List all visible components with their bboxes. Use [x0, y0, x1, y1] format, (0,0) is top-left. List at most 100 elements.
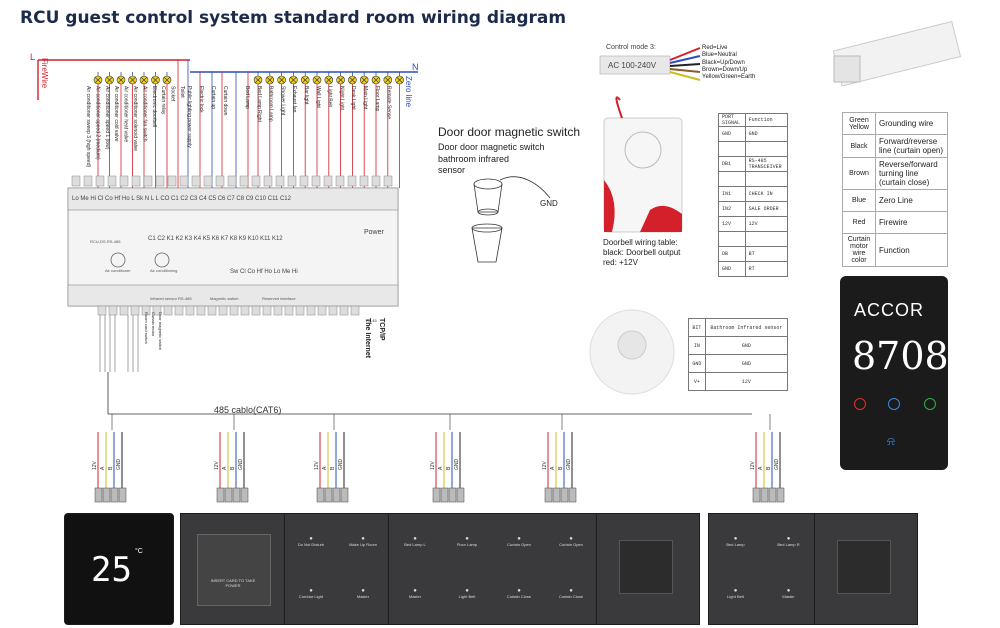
panel-button[interactable]: ●Master: [341, 588, 385, 599]
panel-button[interactable]: ●Make Up Room: [341, 536, 385, 547]
connector-pin: [440, 487, 449, 503]
panel-button[interactable]: ●Bed Lamp: [713, 536, 758, 547]
legend-function: Reverse/forward turning line (curtain cl…: [875, 157, 948, 190]
terminal-screw: [287, 175, 297, 187]
pin-label: 12V: [92, 460, 98, 470]
legend-function: Function: [875, 233, 948, 267]
terminal-screw: [155, 175, 165, 187]
mode-cable: [599, 47, 701, 81]
connector-pin: [324, 487, 333, 503]
wire-group: [97, 60, 401, 188]
mode-line: Blue=Neutral: [702, 52, 737, 59]
connector-pin: [456, 487, 465, 503]
terminal-screw: [251, 175, 261, 187]
wire-label: Shower Light: [279, 86, 286, 116]
live-label: L: [30, 52, 35, 62]
terminal-screw: [107, 175, 117, 187]
bottom-terminal: [163, 305, 173, 316]
table-cell: GND: [718, 261, 746, 277]
knob-right-label: Air conditioning: [150, 268, 177, 273]
panel-button[interactable]: ●Light Belt: [713, 588, 758, 599]
pin-label: 12V: [542, 460, 548, 470]
doorplate-number: 8708: [852, 334, 949, 378]
wait-icon: [924, 398, 936, 410]
door-switch-line2: bathroom infrared: [438, 154, 510, 164]
table-cell: DB: [718, 246, 746, 262]
terminal-screw: [299, 175, 309, 187]
legend-color: Red: [842, 211, 876, 234]
bottom-terminal: [229, 305, 239, 316]
connector-pin: [316, 487, 325, 503]
panel-button[interactable]: ●Floor Lamp: [445, 536, 489, 547]
bottom-terminal: [174, 305, 184, 316]
socket-panel-2: [814, 513, 918, 625]
panel-button[interactable]: ●Curtain Close: [549, 588, 593, 599]
lamp-icon: [128, 75, 137, 85]
connector-pin: [102, 487, 111, 503]
bottom-terminal: [130, 305, 140, 316]
bottom-terminal: [152, 305, 162, 316]
panel-button[interactable]: ●Bed Lamp L: [393, 536, 437, 547]
pin-label: A: [222, 466, 228, 470]
door-switch-title: Door door magnetic switch: [438, 125, 581, 139]
lamp-icon: [277, 75, 286, 85]
terminal-screw: [215, 175, 225, 187]
button-label: Master: [408, 594, 422, 599]
table-cell: [718, 231, 746, 247]
panel-button[interactable]: ●Curtain Close: [497, 588, 541, 599]
card-switch-panel[interactable]: INSERT CARD TO TAKE POWER: [180, 513, 286, 625]
legend-color: Black: [842, 134, 876, 158]
button-icon: ●: [413, 536, 417, 542]
panel-button[interactable]: ●Bed Lamp R: [766, 536, 811, 547]
panel-button[interactable]: ●Master: [393, 588, 437, 599]
panel-button[interactable]: ●Master: [766, 588, 811, 599]
connector-pin: [776, 487, 785, 503]
wire-label: Public lighting power supply: [186, 86, 192, 148]
connector-pin: [432, 487, 441, 503]
lamp-icon: [348, 75, 357, 85]
panel-button[interactable]: ●Do Not Disturb: [289, 536, 333, 547]
bell-icon[interactable]: ⍾: [887, 434, 895, 448]
pin-label: A: [438, 466, 444, 470]
terminal-screw: [131, 175, 141, 187]
terminal-screw: [263, 175, 273, 187]
thermostat-unit: °C: [135, 548, 143, 555]
panel-button[interactable]: ●Light Belt: [445, 588, 489, 599]
connector-pin: [110, 487, 119, 503]
mode-line: Black=Up/Down: [702, 59, 745, 66]
panel-button[interactable]: ●Corridor Light: [289, 588, 333, 599]
button-icon: ●: [361, 536, 365, 542]
lower-wires: [99, 315, 139, 372]
lamp-icon: [151, 75, 160, 85]
panel-button[interactable]: ●Curtain Open: [549, 536, 593, 547]
table-cell: GND: [744, 126, 789, 142]
button-label: Floor Lamp: [456, 542, 478, 547]
wire-label: Night Light: [338, 86, 345, 110]
lamp-icon: [395, 75, 404, 85]
bottom-terminal: [284, 305, 294, 316]
tcpip-label: TCP/IP: [378, 318, 385, 341]
thermostat-panel[interactable]: 25 °C: [64, 513, 174, 625]
knob-left: [110, 252, 126, 268]
rj45-label: RJ-45: [366, 318, 377, 323]
wire-label: Air conditioner solenoid valve: [132, 86, 138, 152]
pin-label: B: [230, 466, 236, 470]
table-cell: GND: [704, 354, 789, 373]
service-icon: [888, 398, 900, 410]
dnd-icon: [854, 398, 866, 410]
button-icon: ●: [309, 588, 313, 594]
card-slot[interactable]: [197, 534, 271, 606]
panel-button[interactable]: ●Curtain Open: [497, 536, 541, 547]
dnd-panel: ●Do Not Disturb ●Make Up Room ●Corridor Li…: [284, 513, 390, 625]
pin-label: A: [758, 466, 764, 470]
terminal-screw: [191, 175, 201, 187]
